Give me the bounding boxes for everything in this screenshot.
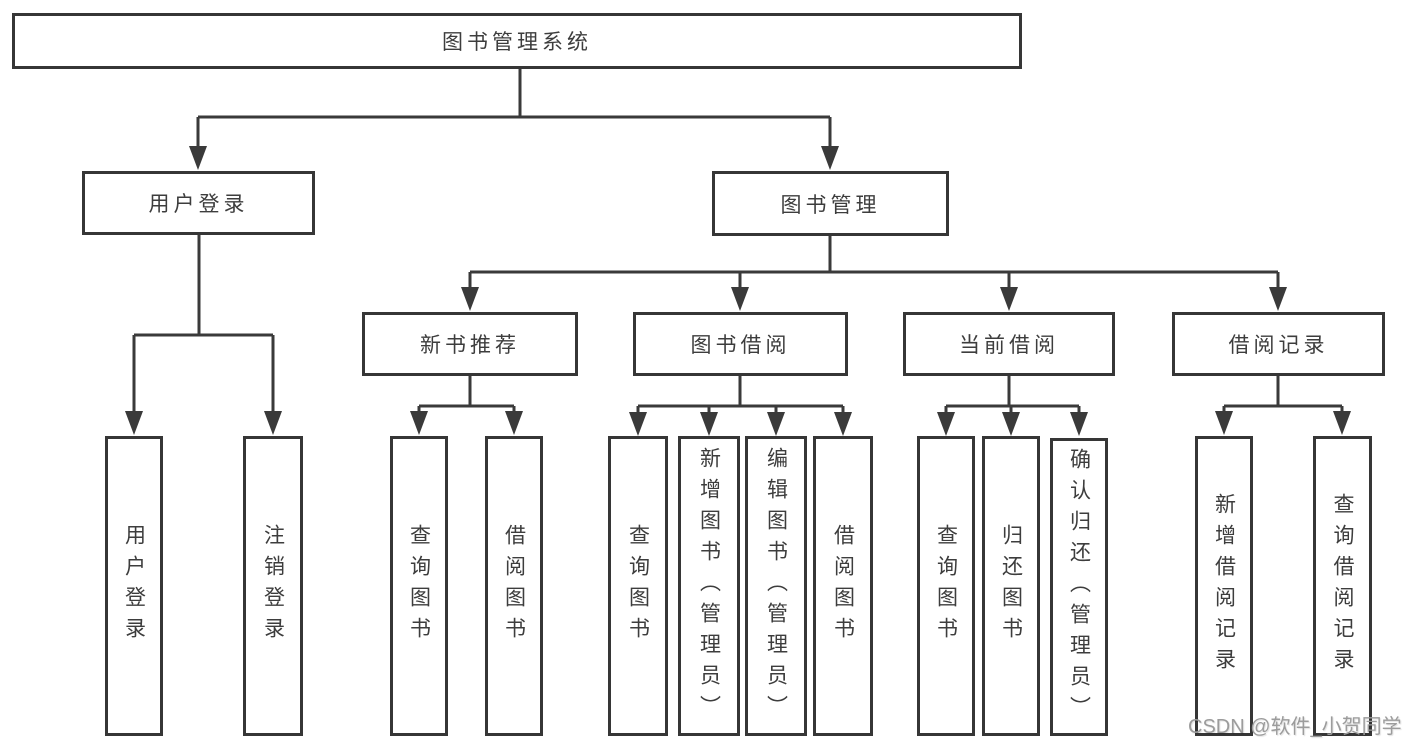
node-label: 借阅图书 [502, 524, 526, 648]
edge-borrowing-to-leaves [636, 376, 845, 416]
node-label: 新书推荐 [420, 334, 520, 357]
leaf-user-login: 用户登录 [105, 436, 163, 736]
node-borrowing-records: 借阅记录 [1172, 312, 1385, 376]
node-label: 查询图书 [934, 524, 958, 648]
node-library-management-system: 图书管理系统 [12, 13, 1022, 69]
leaf-borrow-books-borrowing: 借阅图书 [813, 436, 873, 736]
edge-records-to-leaves [1222, 376, 1344, 415]
edge-login-to-leaves [132, 235, 275, 414]
leaf-add-books-admin: 新增图书（管理员） [678, 436, 740, 736]
leaf-query-borrow-record: 查询借阅记录 [1313, 436, 1372, 736]
edge-newbook-to-leaves [417, 376, 516, 415]
node-book-borrowing: 图书借阅 [633, 312, 848, 376]
node-current-borrowing: 当前借阅 [903, 312, 1115, 376]
leaf-query-books-borrowing: 查询图书 [608, 436, 668, 736]
node-label: 查询图书 [626, 524, 650, 648]
node-label: 编辑图书（管理员） [764, 446, 788, 726]
node-label: 用户登录 [148, 193, 249, 216]
node-label: 借阅记录 [1228, 334, 1329, 357]
node-label: 查询借阅记录 [1331, 493, 1354, 679]
leaf-logout: 注销登录 [243, 436, 303, 736]
arrowheads [125, 146, 1351, 436]
node-label: 当前借阅 [959, 334, 1059, 357]
node-label: 用户登录 [122, 524, 146, 648]
edge-root-to-level2 [196, 69, 832, 150]
node-label: 图书借阅 [690, 334, 791, 357]
edge-current-to-leaves [944, 376, 1081, 416]
node-new-book-recommendation: 新书推荐 [362, 312, 578, 376]
csdn-watermark: CSDN @软件_小贺同学 [1188, 716, 1402, 738]
leaf-confirm-return-admin: 确认归还（管理员） [1050, 438, 1108, 736]
node-label: 确认归还（管理员） [1067, 447, 1091, 727]
leaf-query-books-current: 查询图书 [917, 436, 975, 736]
node-label: 新增图书（管理员） [697, 446, 721, 726]
node-label: 新增借阅记录 [1212, 493, 1236, 679]
node-label: 注销登录 [261, 524, 285, 648]
leaf-query-books-recommend: 查询图书 [390, 436, 448, 736]
leaf-borrow-books-recommend: 借阅图书 [485, 436, 543, 736]
leaf-return-books: 归还图书 [982, 436, 1040, 736]
node-label: 借阅图书 [831, 524, 855, 648]
node-user-login: 用户登录 [82, 171, 315, 235]
edge-mgmt-to-level3 [468, 236, 1280, 290]
node-book-management: 图书管理 [712, 171, 949, 236]
node-label: 图书管理系统 [442, 31, 592, 54]
leaf-edit-books-admin: 编辑图书（管理员） [745, 436, 807, 736]
node-label: 归还图书 [999, 524, 1023, 648]
node-label: 图书管理 [780, 193, 881, 217]
node-label: 查询图书 [407, 524, 431, 648]
leaf-add-borrow-record: 新增借阅记录 [1195, 436, 1253, 736]
